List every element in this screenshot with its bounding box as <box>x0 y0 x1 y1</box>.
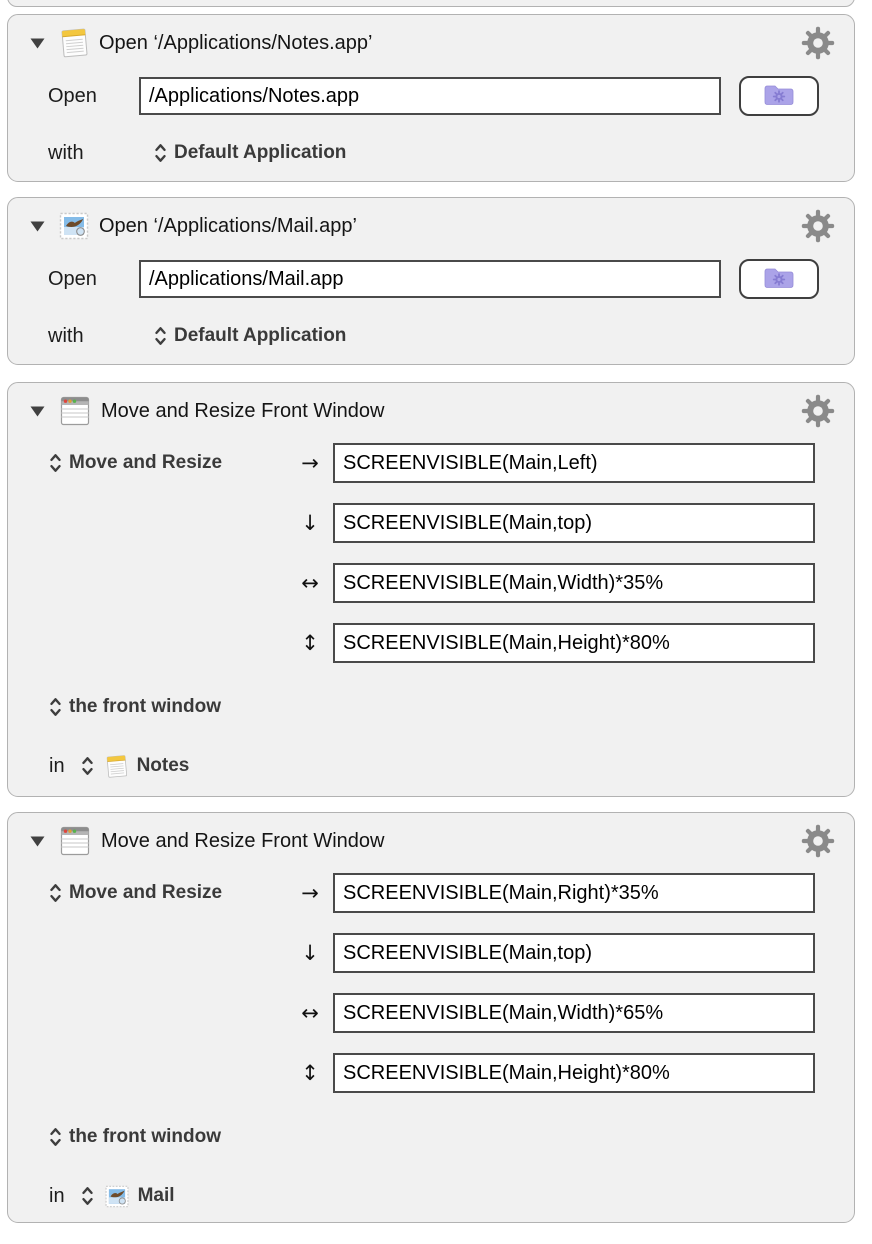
open-row: Open <box>48 76 819 116</box>
vertical-arrow-icon: ↕ <box>301 1061 319 1085</box>
window-target-popup[interactable]: the front window <box>49 689 221 725</box>
right-arrow-icon: → <box>301 451 319 475</box>
with-row: with Default Application <box>48 135 346 171</box>
mode-popup-label: Move and Resize <box>69 452 223 473</box>
previous-action-card-partial <box>7 0 855 7</box>
app-popup[interactable]: Notes <box>81 754 190 779</box>
action-title: Open ‘/Applications/Notes.app’ <box>99 31 373 54</box>
width-input[interactable] <box>333 993 815 1033</box>
stepper-icon <box>81 755 94 777</box>
window-icon <box>58 826 92 856</box>
window-target-label: the front window <box>69 696 221 717</box>
x-position-input[interactable] <box>333 873 815 913</box>
stepper-icon <box>154 325 167 347</box>
application-popup[interactable]: Default Application <box>154 142 346 164</box>
down-arrow-icon: ↓ <box>301 941 319 965</box>
action-title: Move and Resize Front Window <box>101 399 385 422</box>
window-target-popup[interactable]: the front window <box>49 1119 221 1155</box>
window-target-label: the front window <box>69 1126 221 1147</box>
action-title: Open ‘/Applications/Mail.app’ <box>99 214 357 237</box>
in-row: in Notes <box>49 748 189 784</box>
mode-popup[interactable]: Move and Resize <box>49 872 222 914</box>
coord-row-height: ↕ <box>291 1052 815 1094</box>
stepper-icon <box>49 696 62 718</box>
stepper-icon <box>49 882 62 904</box>
right-arrow-icon: → <box>301 881 319 905</box>
action-title: Move and Resize Front Window <box>101 829 385 852</box>
notes-app-icon <box>104 754 129 779</box>
open-label: Open <box>48 84 97 107</box>
horizontal-arrow-icon: ↔ <box>301 1001 319 1025</box>
open-row: Open <box>48 259 819 299</box>
disclosure-triangle-icon[interactable] <box>30 38 45 49</box>
action-header: Move and Resize Front Window <box>30 821 836 861</box>
app-popup[interactable]: Mail <box>81 1184 175 1209</box>
coord-row-x: → <box>291 872 815 914</box>
gear-icon[interactable] <box>800 25 836 61</box>
mode-popup-label: Move and Resize <box>69 882 223 903</box>
vertical-arrow-icon: ↕ <box>301 631 319 655</box>
app-popup-label: Mail <box>137 1185 175 1206</box>
path-input[interactable] <box>139 260 721 298</box>
action-header: Move and Resize Front Window <box>30 391 836 431</box>
action-card-open-notes[interactable]: Open ‘/Applications/Notes.app’ Open with… <box>7 14 855 182</box>
action-card-move-resize-notes[interactable]: Move and Resize Front Window Move and Re… <box>7 382 855 797</box>
disclosure-triangle-icon[interactable] <box>30 406 45 417</box>
coord-row-width: ↔ <box>291 562 815 604</box>
x-position-input[interactable] <box>333 443 815 483</box>
choose-file-button[interactable] <box>739 76 819 116</box>
folder-icon <box>761 263 797 296</box>
action-card-open-mail[interactable]: Open ‘/Applications/Mail.app’ Open with … <box>7 197 855 365</box>
open-label: Open <box>48 267 97 290</box>
mode-popup[interactable]: Move and Resize <box>49 442 222 484</box>
stepper-icon <box>154 142 167 164</box>
action-header: Open ‘/Applications/Notes.app’ <box>30 23 836 63</box>
application-popup-label: Default Application <box>174 325 347 346</box>
with-label: with <box>48 141 84 164</box>
height-input[interactable] <box>333 623 815 663</box>
disclosure-triangle-icon[interactable] <box>30 836 45 847</box>
coord-row-y: ↓ <box>291 502 815 544</box>
mail-app-icon <box>104 1184 130 1209</box>
down-arrow-icon: ↓ <box>301 511 319 535</box>
in-row: in Mail <box>49 1178 175 1214</box>
stepper-icon <box>81 1185 94 1207</box>
y-position-input[interactable] <box>333 503 815 543</box>
gear-icon[interactable] <box>800 393 836 429</box>
notes-app-icon <box>58 27 90 59</box>
y-position-input[interactable] <box>333 933 815 973</box>
gear-icon[interactable] <box>800 823 836 859</box>
stepper-icon <box>49 1126 62 1148</box>
with-label: with <box>48 324 84 347</box>
gear-icon[interactable] <box>800 208 836 244</box>
window-icon <box>58 396 92 426</box>
height-input[interactable] <box>333 1053 815 1093</box>
path-input[interactable] <box>139 77 721 115</box>
mail-app-icon <box>58 211 90 241</box>
coord-row-x: → <box>291 442 815 484</box>
in-label: in <box>49 1184 65 1207</box>
disclosure-triangle-icon[interactable] <box>30 221 45 232</box>
choose-file-button[interactable] <box>739 259 819 299</box>
application-popup-label: Default Application <box>174 142 347 163</box>
width-input[interactable] <box>333 563 815 603</box>
horizontal-arrow-icon: ↔ <box>301 571 319 595</box>
application-popup[interactable]: Default Application <box>154 325 346 347</box>
app-popup-label: Notes <box>136 755 190 776</box>
coord-row-width: ↔ <box>291 992 815 1034</box>
coord-row-y: ↓ <box>291 932 815 974</box>
coord-row-height: ↕ <box>291 622 815 664</box>
in-label: in <box>49 754 65 777</box>
folder-icon <box>761 80 797 113</box>
action-card-move-resize-mail[interactable]: Move and Resize Front Window Move and Re… <box>7 812 855 1223</box>
stepper-icon <box>49 452 62 474</box>
action-header: Open ‘/Applications/Mail.app’ <box>30 206 836 246</box>
with-row: with Default Application <box>48 318 346 354</box>
